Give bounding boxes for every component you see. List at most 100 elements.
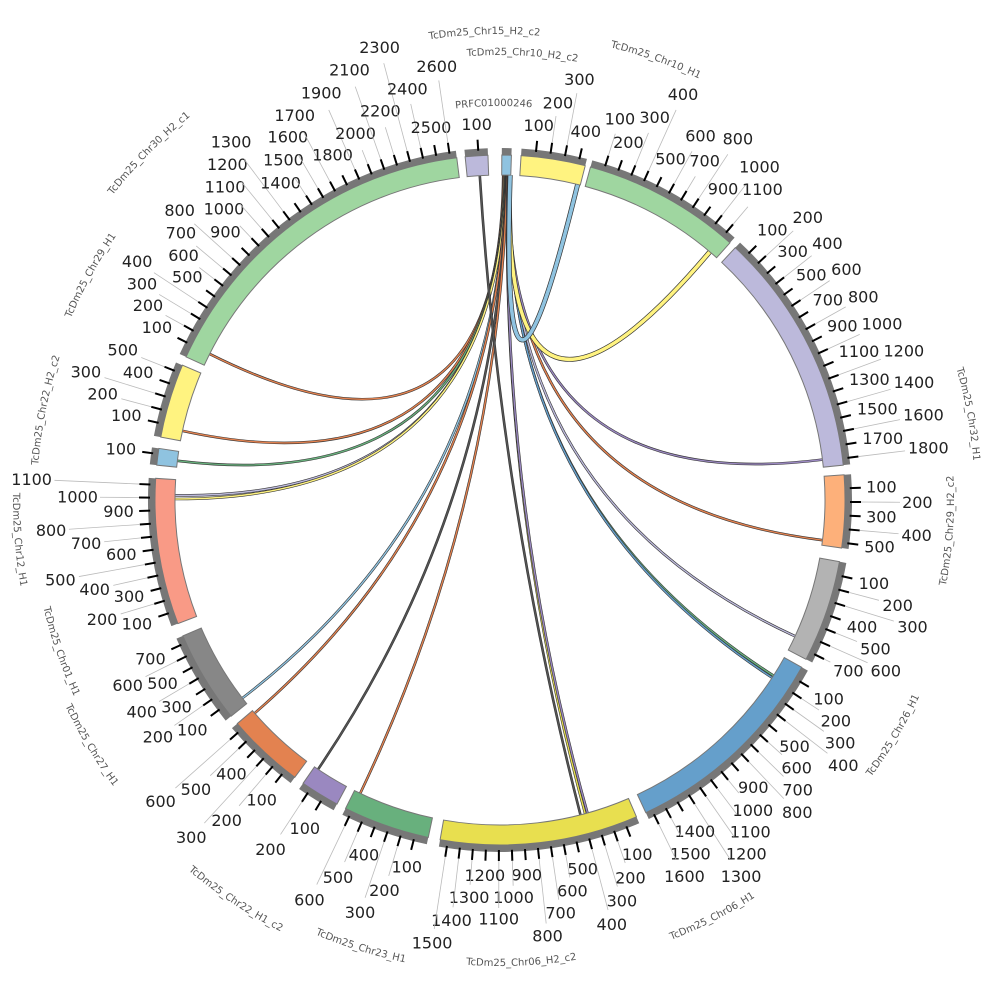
link-ribbon — [507, 175, 796, 638]
chromosome-segment[interactable] — [154, 477, 198, 625]
tick-leader — [158, 683, 190, 702]
tick-mark — [687, 794, 696, 805]
tick-mark — [709, 778, 719, 789]
tick-label: 300 — [825, 734, 856, 753]
tick-label: 300 — [345, 903, 376, 922]
tick-mark — [142, 548, 154, 553]
tick-leader — [433, 856, 446, 930]
chromosome-segment[interactable] — [787, 557, 841, 660]
tick-label: 300 — [71, 362, 102, 381]
tick-leader — [727, 779, 740, 794]
tick-label: 300 — [176, 828, 207, 847]
chromosome-segment[interactable] — [302, 766, 348, 805]
tick-leader — [410, 103, 422, 148]
tick-mark — [798, 311, 809, 319]
tick-mark — [703, 206, 712, 217]
tick-label: 600 — [685, 126, 716, 145]
tick-label: 900 — [210, 223, 241, 242]
chromosome-segment[interactable] — [182, 627, 248, 717]
tick-label: 1600 — [664, 867, 705, 886]
tick-label: 200 — [143, 727, 174, 746]
tick-leader — [686, 176, 696, 192]
tick-label: 400 — [79, 580, 110, 599]
link-fill — [359, 175, 508, 794]
tick-mark — [182, 666, 193, 674]
chromosome-segment[interactable] — [160, 364, 202, 442]
tick-mark — [822, 360, 834, 367]
chromosome-label: TcDm25_Chr29_H2_c2 — [938, 475, 957, 587]
chromosome-segment[interactable] — [501, 154, 512, 176]
tick-leader — [694, 803, 731, 859]
tick-label: 1900 — [301, 83, 342, 102]
tick-leader — [104, 537, 142, 543]
chromosome-label: TcDm25_Chr10_H2_c2 — [465, 47, 579, 65]
tick-leader — [388, 846, 398, 876]
tick-mark — [369, 826, 376, 838]
chromosome-segment[interactable] — [720, 246, 844, 468]
tick-label: 600 — [557, 882, 588, 901]
tick-leader — [827, 333, 860, 350]
tick-mark — [240, 247, 251, 257]
chromosome-segment[interactable] — [185, 157, 460, 366]
tick-leader — [145, 660, 178, 677]
tick-leader — [648, 109, 677, 172]
chromosome-segment[interactable] — [236, 709, 308, 779]
tick-mark — [476, 139, 480, 151]
tick-leader — [239, 225, 252, 239]
tick-mark — [564, 145, 569, 157]
tick-label: 900 — [512, 866, 543, 885]
chromosome-segment[interactable] — [584, 166, 731, 259]
tick-leader — [141, 357, 165, 368]
tick-leader — [280, 801, 303, 835]
tick-leader — [153, 272, 199, 303]
chromosome-label: TcDm25_Chr12_H1 — [10, 492, 29, 587]
tick-mark — [600, 834, 606, 846]
tick-mark — [798, 680, 810, 688]
chromosome-segment[interactable] — [821, 474, 846, 549]
tick-label: 200 — [87, 384, 118, 403]
tick-mark — [210, 708, 221, 717]
tick-mark — [188, 677, 200, 685]
tick-leader — [765, 230, 794, 257]
tick-leader — [511, 860, 514, 886]
tick-mark — [667, 183, 676, 194]
tick-leader — [121, 398, 152, 408]
tick-leader — [384, 127, 395, 156]
tick-label: 700 — [71, 534, 102, 553]
segments-layer — [147, 148, 853, 853]
tick-mark — [246, 749, 256, 759]
tick-mark — [776, 713, 787, 722]
tick-mark — [170, 643, 182, 651]
tick-mark — [383, 831, 389, 843]
tick-label: 300 — [777, 242, 808, 261]
chromosome-segment[interactable] — [439, 797, 638, 846]
tick-mark — [205, 289, 216, 298]
tick-mark — [282, 210, 291, 221]
chromosome-segment[interactable] — [344, 789, 434, 839]
tick-label: 1400 — [675, 822, 716, 841]
tick-mark — [140, 535, 153, 539]
chromosome-segment[interactable] — [636, 656, 803, 814]
tick-mark — [549, 846, 554, 858]
tick-label: 800 — [848, 288, 879, 307]
tick-leader — [209, 748, 239, 777]
tick-leader — [328, 109, 356, 170]
tick-mark — [714, 214, 723, 225]
tick-label: 100 — [523, 116, 554, 135]
tick-label: 100 — [290, 819, 321, 838]
tick-leader — [823, 658, 831, 663]
tick-mark — [229, 731, 239, 741]
tick-label: 1800 — [908, 439, 949, 458]
tick-label: 100 — [461, 115, 492, 134]
tick-label: 1600 — [903, 405, 944, 424]
tick-mark — [813, 653, 825, 660]
tick-mark — [419, 147, 425, 159]
chromosome-segment[interactable] — [519, 155, 586, 186]
chromosome-segment[interactable] — [464, 154, 490, 178]
chromosome-segment[interactable] — [156, 447, 180, 468]
tick-mark — [819, 640, 831, 648]
tick-leader — [383, 63, 408, 152]
tick-label: 1200 — [884, 341, 925, 360]
chromosome-label: TcDm25_Chr06_H1 — [667, 890, 756, 943]
tick-mark — [255, 757, 265, 768]
